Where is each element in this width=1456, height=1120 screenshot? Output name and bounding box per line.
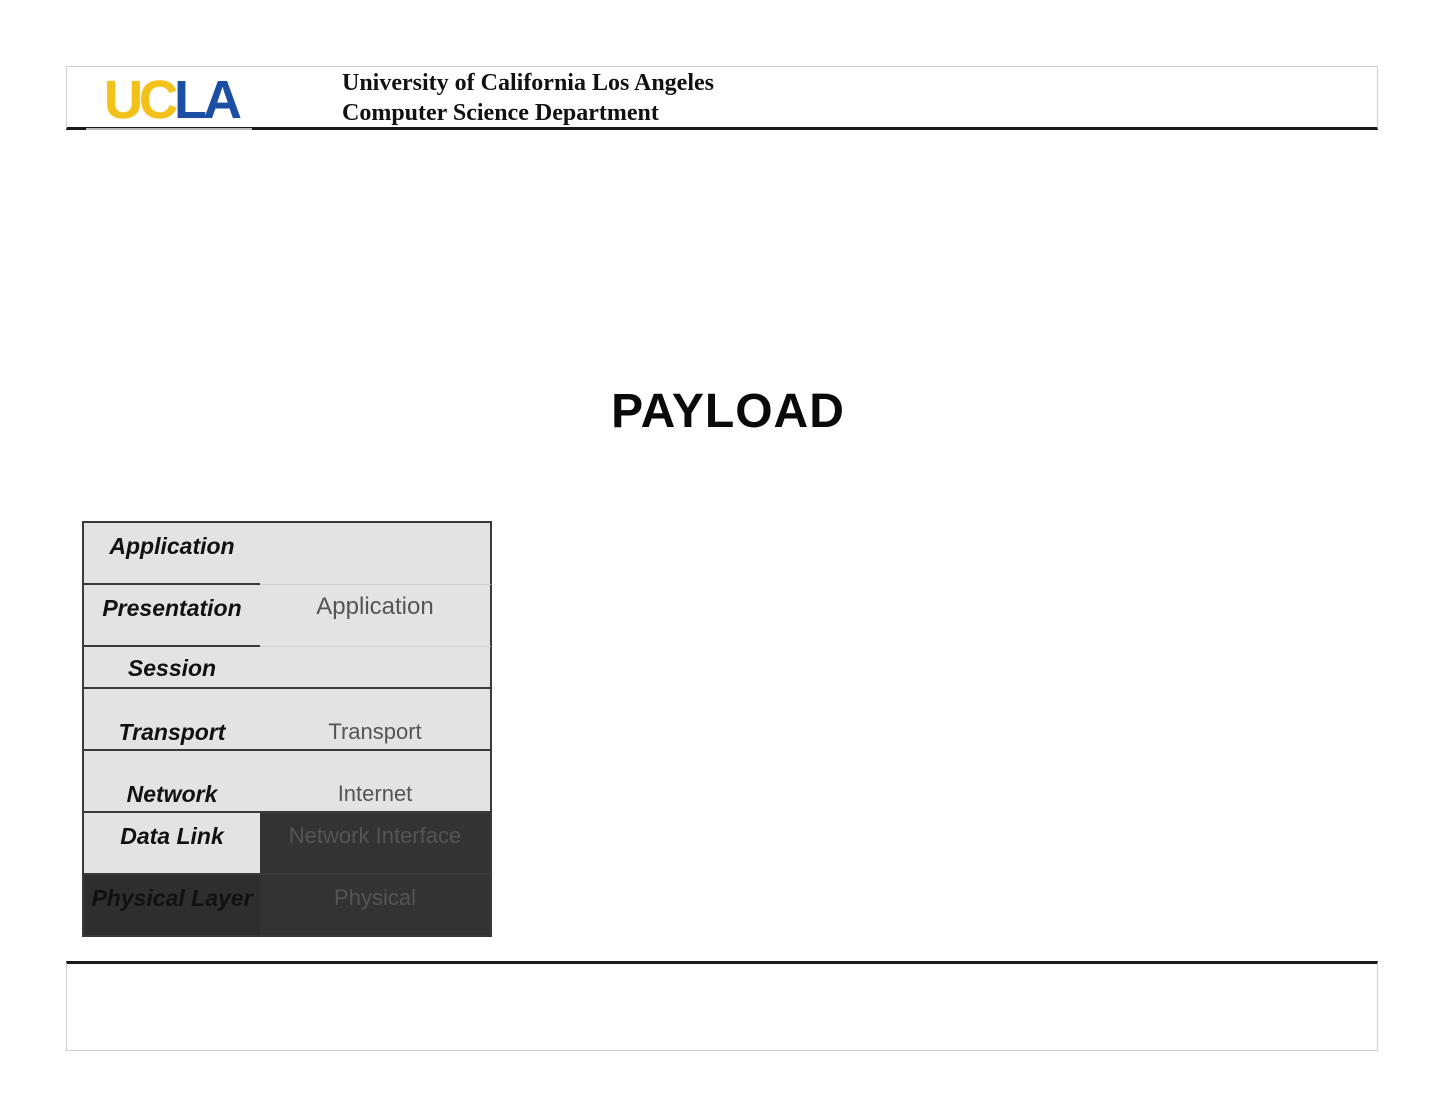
layer-comparison-table: Application Presentation Session Transpo… bbox=[82, 521, 492, 937]
tcpip-application-bottom bbox=[260, 647, 492, 689]
tcpip-layer-internet: Internet bbox=[260, 749, 492, 813]
department-name: Computer Science Department bbox=[342, 100, 659, 126]
osi-layer-physical: Physical Layer bbox=[82, 873, 262, 937]
tcpip-application-top bbox=[260, 521, 492, 585]
tcpip-layer-transport: Transport bbox=[260, 687, 492, 751]
osi-layer-application: Application bbox=[82, 521, 262, 585]
tcpip-layer-network-interface: Network Interface bbox=[260, 811, 492, 875]
footer-frame bbox=[66, 961, 1378, 1051]
logo-underline bbox=[86, 128, 252, 130]
ucla-logo: UCLA bbox=[104, 70, 242, 130]
osi-layer-network: Network bbox=[82, 749, 262, 813]
osi-layer-session: Session bbox=[82, 645, 262, 689]
osi-layer-data-link: Data Link bbox=[82, 811, 262, 875]
header-frame bbox=[66, 66, 1378, 130]
osi-layer-presentation: Presentation bbox=[82, 583, 262, 647]
slide-title: PAYLOAD bbox=[611, 385, 845, 438]
university-name: University of California Los Angeles bbox=[342, 70, 714, 96]
tcpip-layer-physical: Physical bbox=[260, 873, 492, 937]
tcpip-layer-application: Application bbox=[260, 585, 492, 647]
osi-layer-transport: Transport bbox=[82, 687, 262, 751]
